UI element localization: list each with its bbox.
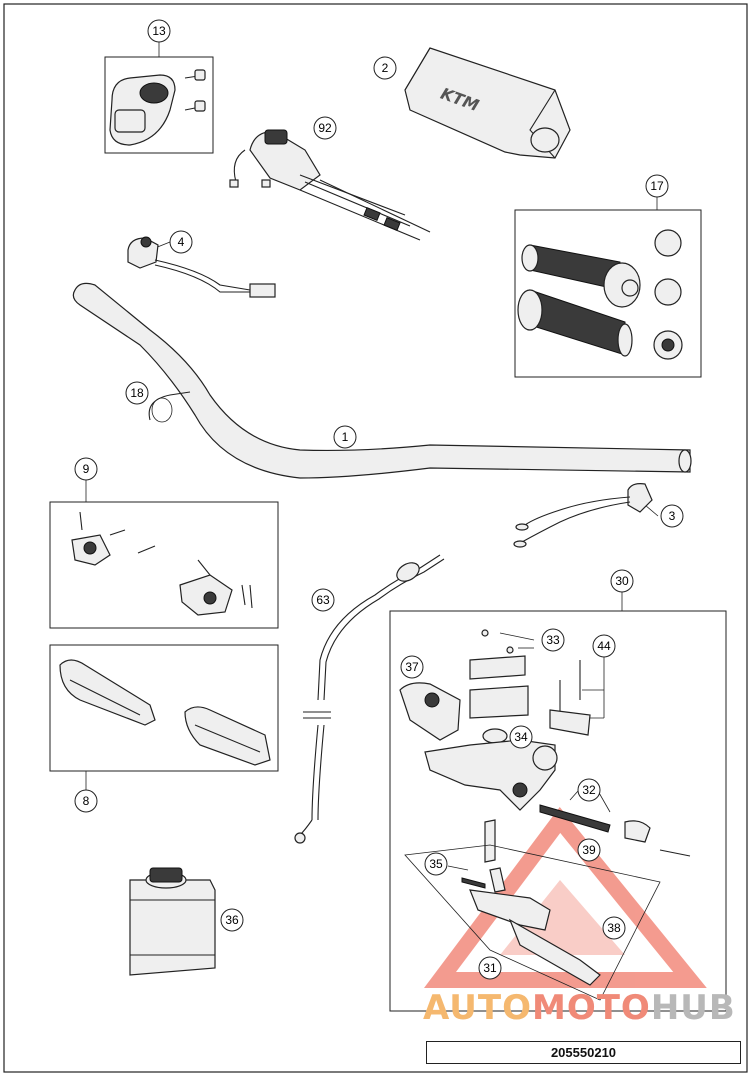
callout-33: 33 [541,628,565,652]
callout-13-label: 13 [152,24,166,38]
callout-38-label: 38 [607,921,621,935]
part-36-fluid-container [129,867,216,976]
callout-36-label: 36 [225,913,239,927]
callout-1-label: 1 [342,430,349,444]
callout-18: 18 [125,381,149,405]
callout-9-label: 9 [83,462,90,476]
part-17-grips [517,229,683,360]
callout-37-label: 37 [405,660,419,674]
drawing-number: 205550210 [550,1045,617,1060]
callout-9: 9 [74,457,98,481]
callout-63: 63 [311,588,335,612]
callout-1: 1 [333,425,357,449]
box-part-8 [49,644,279,772]
watermark-part-moto: MOTO [531,988,651,1028]
callout-4-label: 4 [178,235,185,249]
part-92-throttle-housing [229,129,431,241]
callout-39-label: 39 [582,843,596,857]
callout-35-label: 35 [429,857,443,871]
callout-13: 13 [147,19,171,43]
part-1-handlebar [72,282,692,479]
callout-8: 8 [74,789,98,813]
callout-3-label: 3 [669,509,676,523]
callout-31-label: 31 [483,961,497,975]
box-part-9 [49,501,279,629]
part-9-clamp-set [71,511,253,616]
callout-35: 35 [424,852,448,876]
part-63-brake-line [294,554,445,844]
callout-44-label: 44 [597,639,611,653]
callout-17-label: 17 [650,179,664,193]
callout-30: 30 [610,569,634,593]
part-4-kill-switch [127,236,276,298]
callout-34-label: 34 [514,730,528,744]
callout-30-label: 30 [615,574,629,588]
callout-32-label: 32 [582,783,596,797]
part-2-bar-pad: KTM [404,47,571,159]
part-8-handguards [59,659,271,766]
callout-36: 36 [220,908,244,932]
watermark-part-auto: AUTO [423,988,532,1028]
callout-63-label: 63 [316,593,330,607]
box-part-17 [514,209,702,378]
leader-lines [85,42,659,871]
callout-44: 44 [592,634,616,658]
callout-18-label: 18 [130,386,144,400]
callout-8-label: 8 [83,794,90,808]
callout-92: 92 [313,116,337,140]
callout-39: 39 [577,838,601,862]
part-30-master-cylinder [399,629,691,1001]
callout-17: 17 [645,174,669,198]
part-18-cable-tie [148,391,191,423]
box-part-30 [389,610,727,1012]
callout-2: 2 [373,56,397,80]
callout-32: 32 [577,778,601,802]
watermark-logo: AUTOMOTOHUB [423,988,736,1028]
callout-37: 37 [400,655,424,679]
callout-38: 38 [602,916,626,940]
callout-92-label: 92 [318,121,332,135]
part-13-switch [109,69,206,146]
callout-4: 4 [169,230,193,254]
callout-33-label: 33 [546,633,560,647]
callout-2-label: 2 [382,61,389,75]
callout-34: 34 [509,725,533,749]
part-3-start-button [513,483,653,548]
drawing-number-box: 205550210 [426,1041,741,1064]
diagram-border [3,3,748,1073]
callout-31: 31 [478,956,502,980]
watermark-part-hub: HUB [650,988,736,1028]
callout-3: 3 [660,504,684,528]
